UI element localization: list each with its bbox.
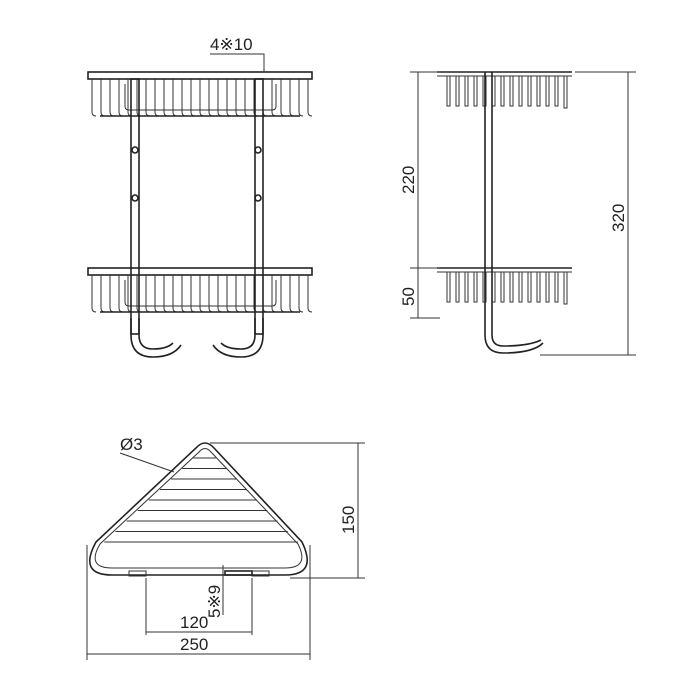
basket-wire [289, 275, 295, 313]
basket-wire [446, 75, 451, 107]
dim-shelf-spacing: 220 [399, 166, 418, 194]
basket-wire [527, 75, 532, 107]
basket-wire [464, 271, 469, 303]
basket-wire [91, 275, 97, 313]
basket-wire [509, 271, 514, 303]
hook [138, 318, 174, 350]
basket-wire [545, 271, 550, 303]
basket-wire [527, 271, 532, 303]
basket-wire [280, 79, 286, 117]
mount-slot [224, 570, 253, 576]
dim-total-height: 320 [609, 204, 628, 232]
top-dimensions: Ø3 150 5※9 120 250 [86, 435, 365, 660]
basket-wire [307, 79, 313, 117]
hook [212, 318, 264, 358]
dim-hook: 50 [399, 287, 418, 306]
basket-wire [518, 75, 523, 107]
basket-inner [124, 84, 277, 111]
basket-wire [518, 271, 523, 303]
shelf-rim [87, 267, 313, 276]
side-dimensions: 220 50 320 [399, 71, 636, 356]
basket-wire [500, 75, 505, 107]
basket-wire [545, 75, 550, 107]
mount-hole [131, 194, 139, 202]
hook [220, 318, 256, 350]
mount-hole [254, 194, 262, 202]
mount-hole [254, 146, 262, 154]
shelf-rim [87, 71, 313, 80]
basket-wire [464, 75, 469, 107]
basket-wire [563, 271, 568, 305]
basket-wire [298, 275, 304, 313]
upright-hook [491, 72, 542, 347]
side-view [437, 71, 572, 354]
wire-diameter-label: Ø3 [120, 435, 143, 454]
basket-wire [91, 79, 97, 117]
dim-slot: 5※9 [205, 585, 224, 618]
top-view [89, 442, 308, 577]
basket-wire [446, 271, 451, 303]
basket-inner [124, 280, 277, 307]
upright-hook [484, 72, 544, 354]
upright [254, 78, 264, 335]
mount-hole [131, 146, 139, 154]
mount-slot [128, 570, 147, 577]
basket-wire [307, 275, 313, 313]
dim-depth: 150 [339, 506, 358, 534]
basket-wire [455, 75, 460, 107]
basket-wire [455, 271, 460, 303]
basket-wire [554, 271, 559, 303]
basket-wire [298, 79, 304, 117]
dim-mount-spacing: 120 [180, 613, 208, 632]
basket-wire [536, 271, 541, 303]
basket-wire [473, 75, 478, 107]
basket-wire [109, 275, 115, 313]
dim-width: 250 [180, 635, 208, 654]
basket-wire [100, 79, 106, 117]
basket-outline [89, 442, 308, 576]
hole-dimension: 4※10 [210, 35, 265, 72]
basket-wire [118, 275, 124, 313]
basket-wire [100, 275, 106, 313]
basket-wire [109, 79, 115, 117]
basket-wire [554, 75, 559, 107]
basket-wire [536, 75, 541, 107]
front-view [87, 71, 313, 358]
hole-label: 4※10 [210, 35, 253, 54]
basket-wire [289, 79, 295, 117]
hook [130, 318, 182, 358]
upright [130, 78, 140, 335]
basket-wire [563, 75, 568, 109]
basket-wire [473, 271, 478, 303]
basket-wire [280, 275, 286, 313]
basket-wire [118, 79, 124, 117]
basket-wire [509, 75, 514, 107]
basket-inner [94, 448, 303, 569]
basket-wire [500, 271, 505, 303]
